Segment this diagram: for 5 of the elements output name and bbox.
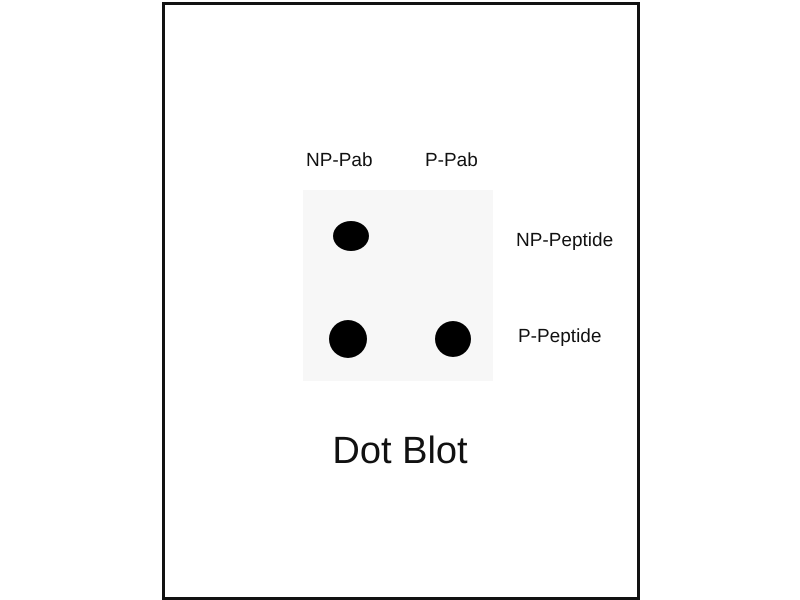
column-label: NP-Pab [306,150,373,172]
figure-caption: Dot Blot [331,430,469,473]
row-label: P-Peptide [518,326,602,348]
row-label: NP-Peptide [516,230,614,252]
column-label: P-Pab [425,150,478,172]
